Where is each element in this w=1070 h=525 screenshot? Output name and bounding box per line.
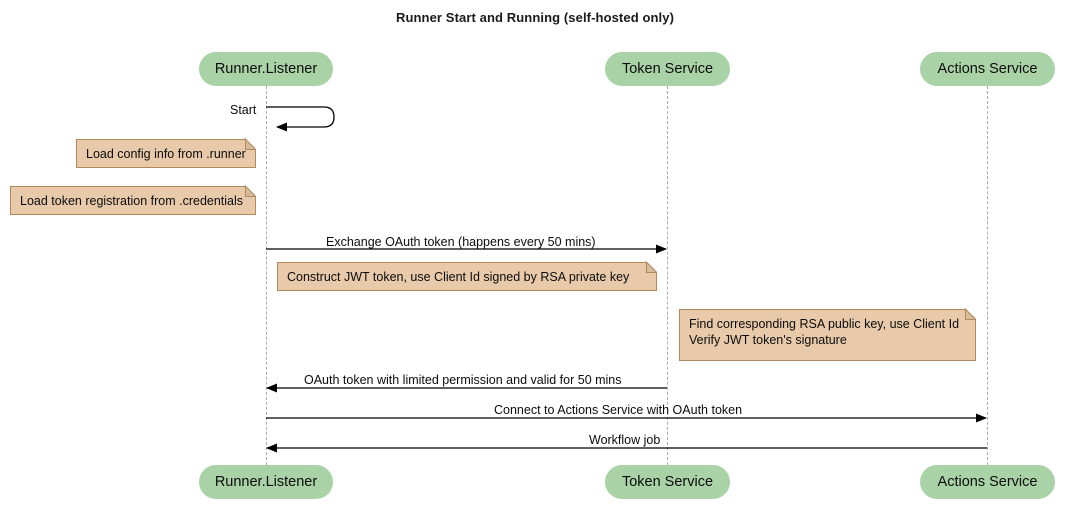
note-fold-corner-icon <box>245 186 256 197</box>
note-load-token: Load token registration from .credential… <box>10 186 256 215</box>
diagram-title: Runner Start and Running (self-hosted on… <box>395 10 675 25</box>
note-verify-jwt: Find corresponding RSA public key, use C… <box>679 309 976 361</box>
message-label-workflow-job: Workflow job <box>589 433 661 447</box>
participant-actions-bottom[interactable]: Actions Service <box>920 465 1055 499</box>
lifeline-actions <box>987 86 988 465</box>
participant-label: Actions Service <box>937 61 1038 77</box>
message-arrow-start <box>266 106 335 132</box>
participant-label: Actions Service <box>937 474 1038 490</box>
message-label-oauth-token-response: OAuth token with limited permission and … <box>304 373 622 387</box>
note-fold-corner-icon <box>245 139 256 150</box>
note-text: Load token registration from .credential… <box>20 194 244 208</box>
note-text: Load config info from .runner <box>86 147 246 161</box>
note-load-config: Load config info from .runner <box>76 139 256 168</box>
message-label-connect-actions: Connect to Actions Service with OAuth to… <box>494 403 743 417</box>
participant-label: Token Service <box>621 474 714 490</box>
lifeline-runner <box>266 86 267 465</box>
participant-token-top[interactable]: Token Service <box>605 52 730 86</box>
note-text: Construct JWT token, use Client Id signe… <box>287 270 630 284</box>
participant-runner-top[interactable]: Runner.Listener <box>199 52 333 86</box>
lifeline-token <box>667 86 668 465</box>
participant-actions-top[interactable]: Actions Service <box>920 52 1055 86</box>
message-label-start: Start <box>230 103 257 117</box>
participant-label: Runner.Listener <box>214 61 318 77</box>
participant-label: Token Service <box>621 61 714 77</box>
participant-token-bottom[interactable]: Token Service <box>605 465 730 499</box>
note-fold-corner-icon <box>965 309 976 320</box>
participant-runner-bottom[interactable]: Runner.Listener <box>199 465 333 499</box>
note-fold-corner-icon <box>646 262 657 273</box>
participant-label: Runner.Listener <box>214 474 318 490</box>
note-construct-jwt: Construct JWT token, use Client Id signe… <box>277 262 657 291</box>
message-label-exchange-oauth: Exchange OAuth token (happens every 50 m… <box>326 235 596 249</box>
note-text: Find corresponding RSA public key, use C… <box>689 317 960 347</box>
